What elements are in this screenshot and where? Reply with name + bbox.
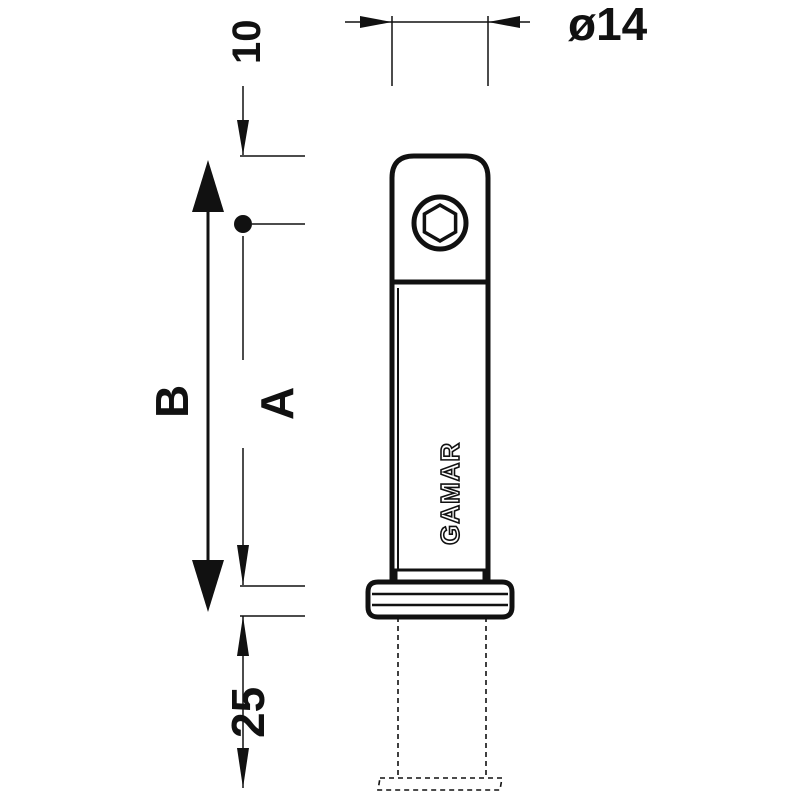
top-offset-arrow xyxy=(237,120,249,155)
hidden-insert-foot xyxy=(377,777,503,791)
bottom-depth-dimension: 25 xyxy=(222,615,305,788)
a-dimension: A xyxy=(237,236,305,587)
pivot-dot xyxy=(234,215,252,233)
b-arrow-bottom xyxy=(192,560,224,612)
diameter-dimension: ø14 xyxy=(345,0,648,86)
hex-socket-icon xyxy=(422,202,458,244)
brand-logo-text: GAMAR xyxy=(435,442,465,545)
b-dimension: B xyxy=(146,160,224,612)
bottom-depth-label: 25 xyxy=(222,687,274,738)
diameter-arrow-right xyxy=(488,16,520,28)
a-label: A xyxy=(251,387,303,420)
b-label: B xyxy=(146,385,198,418)
pin-body xyxy=(389,279,491,580)
top-offset-dimension: 10 xyxy=(225,20,305,157)
pin-flange xyxy=(365,579,515,620)
bottom-arrow-top xyxy=(237,616,249,656)
hinge-pin-part: GAMAR xyxy=(365,153,515,791)
bottom-arrow-bottom xyxy=(237,748,249,788)
a-arrow-bottom xyxy=(237,545,249,585)
b-arrow-top xyxy=(192,160,224,212)
diameter-arrow-left xyxy=(360,16,392,28)
top-offset-label: 10 xyxy=(225,20,269,65)
diameter-label: ø14 xyxy=(568,0,648,50)
pivot-center-marker xyxy=(234,215,305,233)
